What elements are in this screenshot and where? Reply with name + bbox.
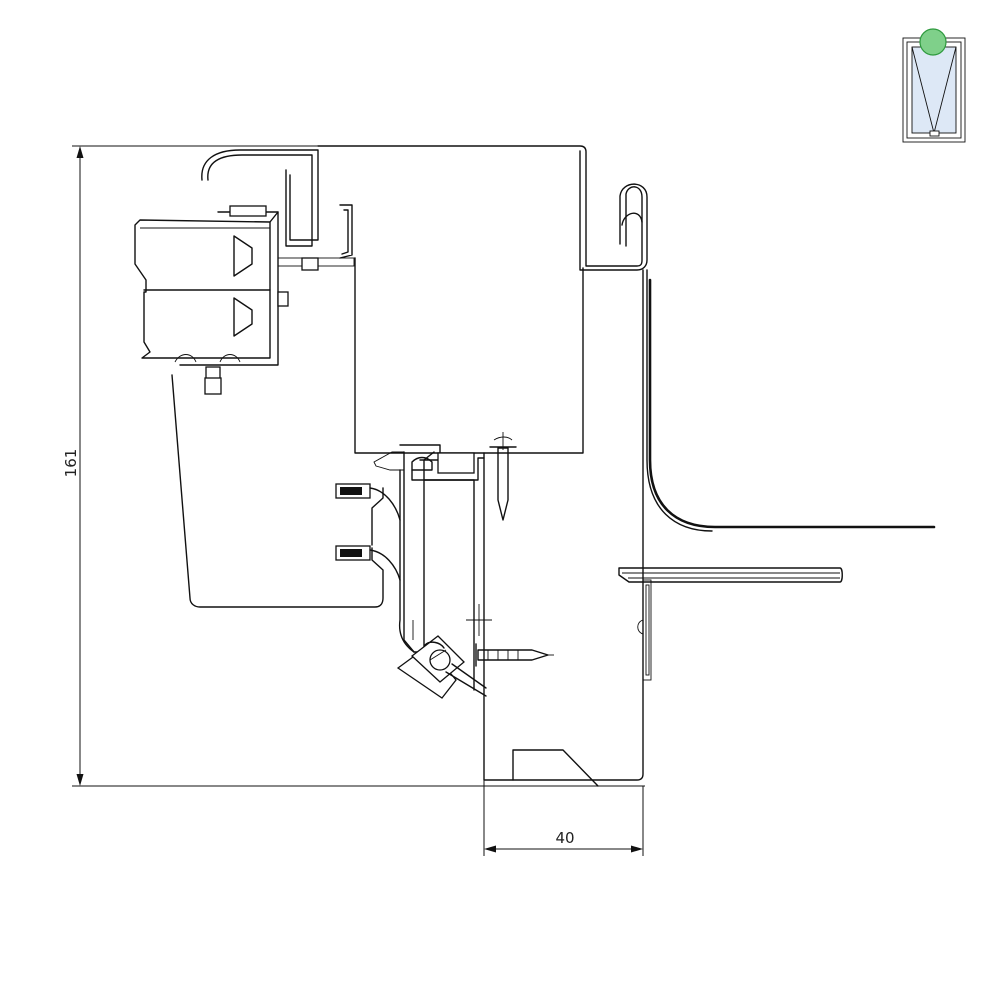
handle-marker xyxy=(929,130,940,137)
window-board xyxy=(618,567,843,681)
bracket-clip xyxy=(204,366,222,395)
window-frame xyxy=(354,257,644,787)
frame-screw xyxy=(489,432,517,521)
side-fixing-screw xyxy=(475,643,554,667)
height-dimension: 161 xyxy=(62,145,645,787)
external-sill-profile xyxy=(646,269,936,532)
casement-window-icon xyxy=(902,28,966,143)
mounting-bracket xyxy=(134,204,355,366)
centre-mark xyxy=(466,604,492,636)
status-dot xyxy=(919,28,947,56)
sash-profile xyxy=(398,444,485,691)
width-dimension: 40 xyxy=(483,700,644,856)
top-capping-profile xyxy=(201,145,648,271)
width-dimension-label: 40 xyxy=(555,829,574,847)
hinge-brackets xyxy=(335,451,405,581)
height-dimension-label: 161 xyxy=(62,449,80,478)
window-glass xyxy=(911,46,957,134)
hinge-assembly xyxy=(396,635,487,699)
